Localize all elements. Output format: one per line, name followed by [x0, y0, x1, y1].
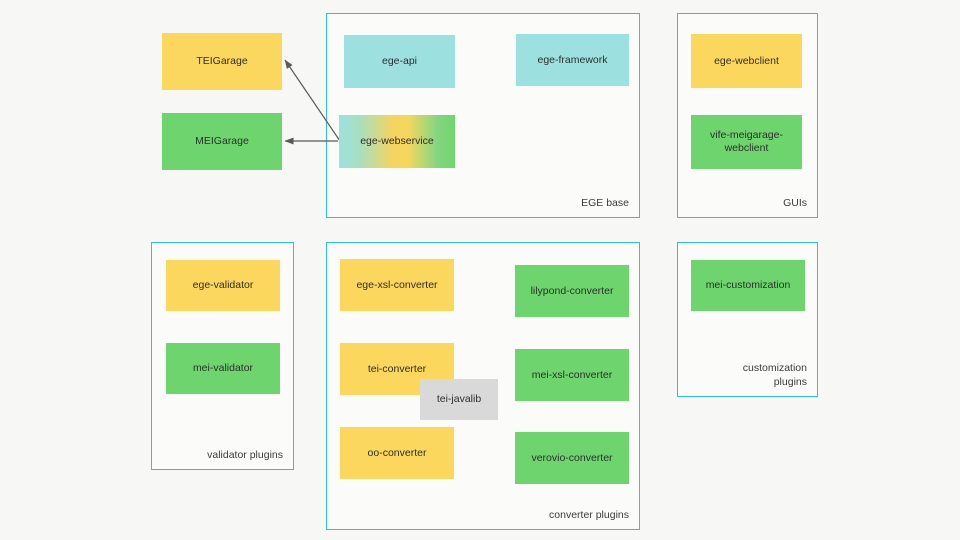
- node-ege-xsl-converter[interactable]: ege-xsl-converter: [340, 259, 454, 311]
- node-ege-framework[interactable]: ege-framework: [516, 34, 629, 86]
- node-label-ege-validator: ege-validator: [192, 279, 254, 291]
- node-label-vife-meigarage-webclient: vife-meigarage- webclient: [710, 129, 783, 154]
- node-label-mei-customization: mei-customization: [705, 279, 791, 291]
- node-lilypond-converter[interactable]: lilypond-converter: [515, 265, 629, 317]
- node-ege-api[interactable]: ege-api: [344, 35, 455, 88]
- node-label-mei-validator: mei-validator: [192, 362, 254, 374]
- node-verovio-converter[interactable]: verovio-converter: [515, 432, 629, 484]
- node-label-lilypond-converter: lilypond-converter: [530, 284, 614, 297]
- node-label-ege-webservice: ege-webservice: [360, 135, 434, 147]
- node-label-mei-xsl-converter: mei-xsl-converter: [531, 368, 613, 381]
- node-oo-converter[interactable]: oo-converter: [340, 427, 454, 479]
- panel-label-validator-plugins: validator plugins: [207, 449, 283, 461]
- node-meigarage[interactable]: MEIGarage: [162, 113, 282, 170]
- node-label-oo-converter: oo-converter: [367, 446, 427, 459]
- panel-label-customization-plugins: customization plugins: [742, 362, 807, 388]
- node-mei-customization[interactable]: mei-customization: [691, 260, 805, 311]
- node-label-ege-api: ege-api: [381, 55, 418, 67]
- node-label-ege-framework: ege-framework: [537, 53, 608, 66]
- node-label-meigarage: MEIGarage: [195, 135, 249, 147]
- panel-label-converter-plugins: converter plugins: [549, 509, 629, 521]
- node-label-teigarage: TEIGarage: [196, 55, 248, 67]
- node-label-verovio-converter: verovio-converter: [531, 451, 613, 464]
- node-vife-meigarage-webclient[interactable]: vife-meigarage- webclient: [691, 115, 802, 169]
- node-tei-converter[interactable]: tei-converter: [340, 343, 454, 395]
- node-teigarage[interactable]: TEIGarage: [162, 33, 282, 90]
- node-ege-webservice[interactable]: ege-webservice: [339, 115, 455, 168]
- node-ege-webclient[interactable]: ege-webclient: [691, 34, 802, 88]
- node-mei-xsl-converter[interactable]: mei-xsl-converter: [515, 349, 629, 401]
- node-tei-javalib[interactable]: tei-javalib: [420, 379, 498, 420]
- node-label-tei-javalib: tei-javalib: [436, 393, 482, 405]
- node-label-ege-xsl-converter: ege-xsl-converter: [356, 278, 438, 291]
- node-label-tei-converter: tei-converter: [367, 362, 427, 375]
- panel-label-guis: GUIs: [783, 197, 807, 209]
- node-ege-validator[interactable]: ege-validator: [166, 260, 280, 311]
- panel-label-ege-base: EGE base: [581, 197, 629, 209]
- node-mei-validator[interactable]: mei-validator: [166, 343, 280, 394]
- node-label-ege-webclient: ege-webclient: [714, 54, 779, 67]
